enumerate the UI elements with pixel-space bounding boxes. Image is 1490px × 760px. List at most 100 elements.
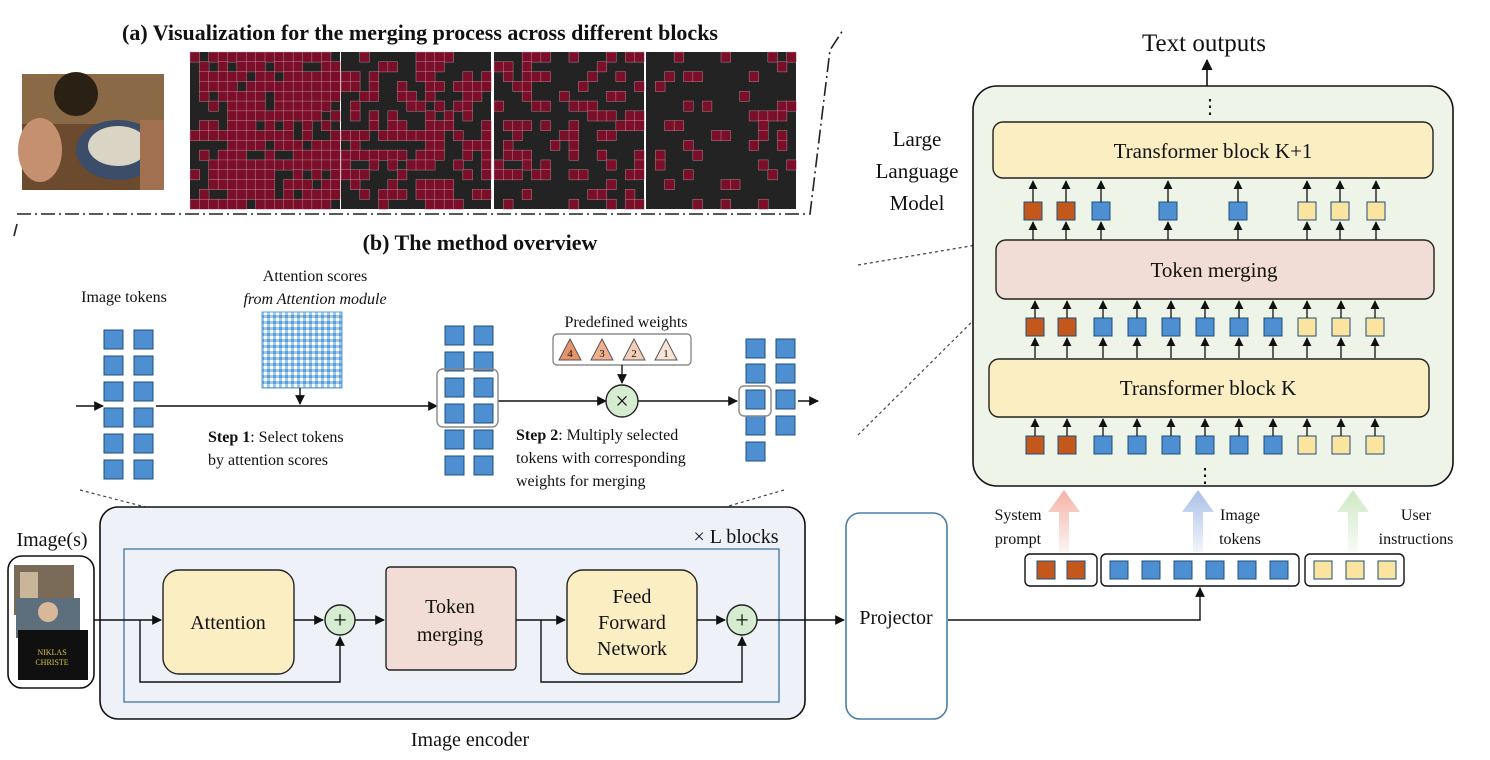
merged-cell bbox=[292, 81, 304, 92]
merged-cell bbox=[587, 100, 598, 112]
merged-cell bbox=[236, 130, 247, 141]
merged-cell bbox=[199, 149, 210, 161]
merged-cell bbox=[255, 91, 266, 102]
merged-cell bbox=[264, 71, 275, 82]
image-input-token bbox=[1141, 560, 1161, 580]
llm-hidden-token bbox=[1229, 317, 1249, 337]
merged-cell bbox=[758, 120, 769, 132]
merged-cell bbox=[350, 71, 361, 82]
llm-hidden-token bbox=[1263, 317, 1283, 337]
merged-cell bbox=[481, 169, 492, 181]
merged-cell bbox=[692, 149, 703, 161]
merged-cell bbox=[748, 110, 760, 122]
merged-cell bbox=[606, 130, 617, 141]
merged-cell bbox=[246, 140, 257, 151]
merged-cell bbox=[777, 100, 788, 112]
merged-cell bbox=[425, 130, 436, 141]
image-token bbox=[473, 403, 494, 424]
merging-map-block-3 bbox=[493, 51, 645, 210]
merged-cell bbox=[425, 140, 436, 151]
merged-cell bbox=[443, 110, 455, 122]
llm-input-token bbox=[1195, 435, 1215, 455]
merged-cell bbox=[302, 159, 313, 171]
llm-input-token bbox=[1161, 435, 1181, 455]
image-token bbox=[103, 329, 124, 350]
merged-cell bbox=[503, 71, 514, 82]
merged-cell bbox=[472, 189, 483, 200]
merged-cell bbox=[283, 140, 294, 151]
merged-cell bbox=[321, 140, 332, 151]
merged-cell bbox=[462, 71, 473, 82]
merged-cell bbox=[415, 149, 426, 161]
image-token bbox=[444, 403, 465, 424]
merged-cell bbox=[368, 81, 380, 92]
merged-cell bbox=[673, 120, 685, 132]
merged-cell bbox=[425, 110, 436, 122]
merged-cell bbox=[397, 91, 408, 102]
merged-cell bbox=[217, 169, 229, 181]
feed-forward-block bbox=[566, 569, 698, 675]
merged-cell bbox=[236, 149, 247, 161]
merged-cell bbox=[350, 130, 361, 141]
merged-cell bbox=[283, 179, 294, 190]
merged-cell bbox=[208, 179, 219, 190]
merged-cell bbox=[462, 81, 473, 92]
merged-cell bbox=[434, 130, 445, 141]
merged-grid-token bbox=[745, 338, 766, 359]
merged-cell bbox=[434, 140, 445, 151]
merged-cell bbox=[292, 140, 304, 151]
merged-cell bbox=[199, 120, 210, 132]
merged-grid-token bbox=[775, 389, 796, 410]
image-token-grid bbox=[103, 329, 154, 480]
image-token bbox=[473, 325, 494, 346]
merged-grid-token bbox=[745, 363, 766, 384]
merged-grid-token bbox=[775, 363, 796, 384]
image-token bbox=[133, 433, 154, 454]
user-instructions-line2: instructions bbox=[1379, 531, 1454, 548]
merged-cell bbox=[568, 51, 579, 63]
merged-cell bbox=[683, 100, 694, 112]
merged-cell bbox=[521, 189, 533, 200]
llm-hidden-token bbox=[1331, 317, 1351, 337]
system-prompt-input-arrow bbox=[1048, 490, 1080, 552]
merged-cell bbox=[453, 100, 464, 112]
weight-value: 3 bbox=[599, 348, 605, 360]
image-input-token bbox=[1109, 560, 1129, 580]
merged-cell bbox=[720, 51, 731, 63]
merged-cell bbox=[587, 110, 598, 122]
merged-cell bbox=[264, 130, 275, 141]
merged-cell bbox=[443, 189, 455, 200]
user-instructions-input-arrow bbox=[1337, 490, 1369, 552]
merged-cell bbox=[292, 149, 304, 161]
merged-cell bbox=[311, 198, 322, 210]
merged-cell bbox=[596, 130, 608, 141]
merged-cell bbox=[246, 179, 257, 190]
merging-map-block-1 bbox=[189, 51, 341, 210]
llm-hidden-token bbox=[1161, 317, 1181, 337]
merged-cell bbox=[425, 91, 436, 102]
merged-cell bbox=[406, 100, 417, 112]
merged-cell bbox=[503, 120, 514, 132]
merged-cell bbox=[350, 110, 361, 122]
merged-cell bbox=[397, 81, 408, 92]
merged-cell bbox=[568, 169, 579, 181]
merged-cell bbox=[748, 140, 760, 151]
merged-cell bbox=[596, 61, 608, 73]
projector-label: Projector bbox=[859, 607, 933, 629]
thumbnail-text-1: NIKLAS bbox=[37, 648, 66, 657]
merged-cell bbox=[283, 120, 294, 132]
merged-cell bbox=[264, 81, 275, 92]
merged-cell bbox=[302, 100, 313, 112]
image-tokens-line2: tokens bbox=[1219, 531, 1261, 548]
merged-cell bbox=[217, 81, 229, 92]
merged-cell bbox=[503, 140, 514, 151]
merged-cell bbox=[481, 71, 492, 82]
image-token bbox=[444, 351, 465, 372]
residual-add-symbol-2: + bbox=[735, 608, 749, 634]
merged-cell bbox=[425, 159, 436, 171]
merged-cell bbox=[387, 179, 398, 190]
merged-cell bbox=[462, 110, 473, 122]
merged-cell bbox=[359, 51, 370, 63]
merged-cell bbox=[255, 81, 266, 92]
merged-cell bbox=[255, 179, 266, 190]
